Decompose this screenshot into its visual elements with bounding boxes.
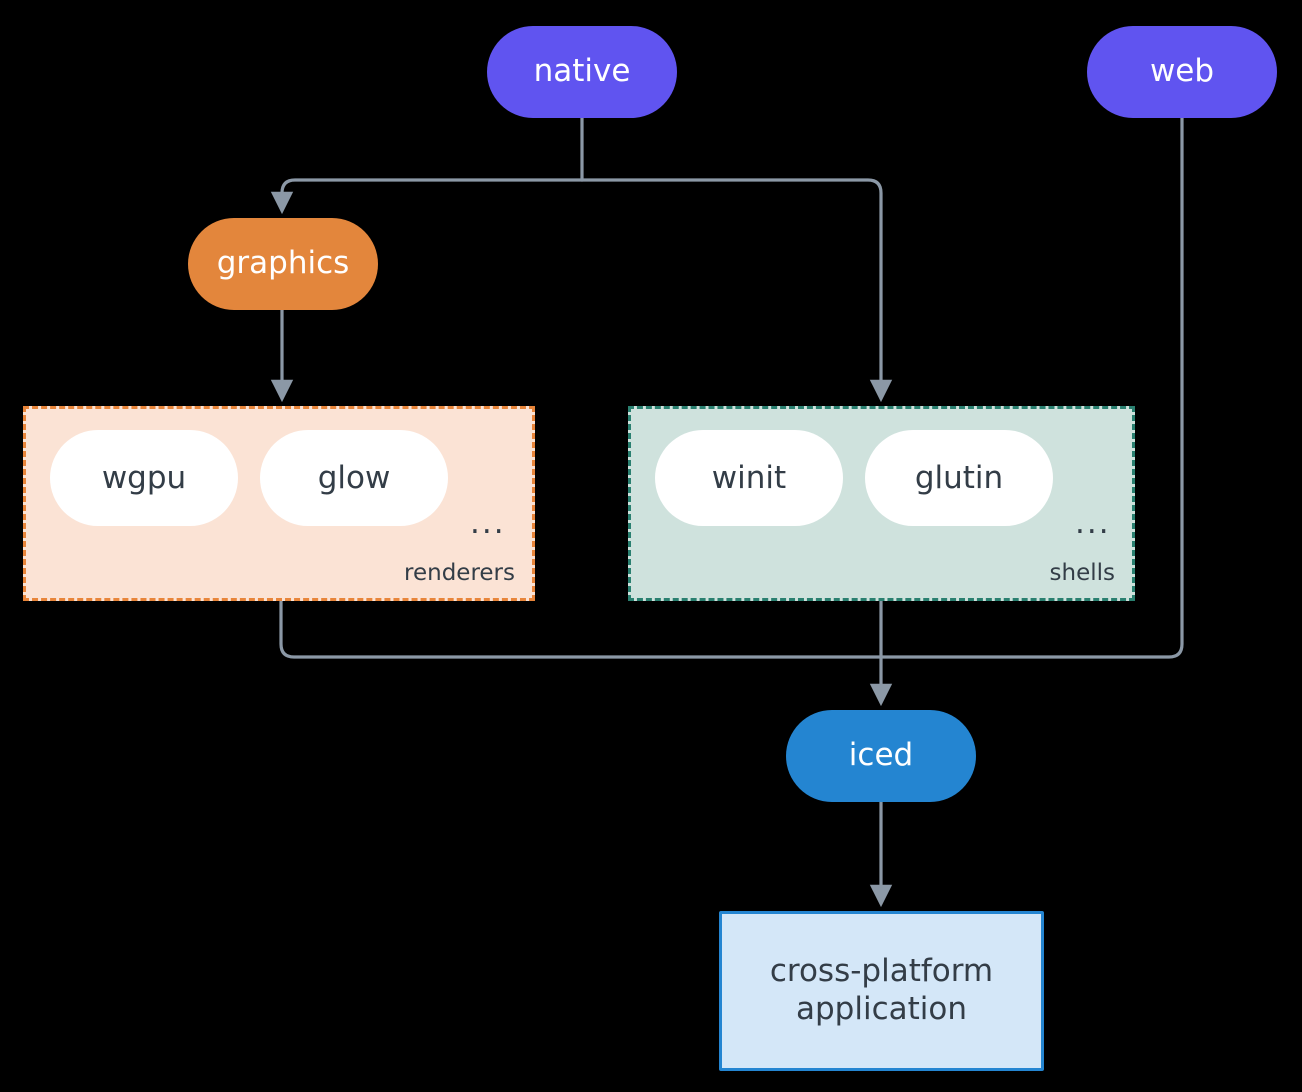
chip-glutin-label: glutin (914, 460, 1004, 496)
cluster-renderers-label: renderers (404, 560, 515, 586)
node-native[interactable]: native (487, 26, 677, 118)
edge-native-to-graphics (270, 178, 584, 215)
node-cross-platform-application[interactable]: cross-platform application (719, 911, 1044, 1071)
node-native-label: native (533, 53, 631, 90)
edge-renderers-to-iced (279, 599, 883, 659)
node-iced[interactable]: iced (786, 710, 976, 802)
edge-native-to-shells (580, 178, 893, 403)
chip-winit-label: winit (711, 460, 787, 496)
chip-wgpu[interactable]: wgpu (50, 430, 238, 526)
chip-winit[interactable]: winit (655, 430, 843, 526)
cluster-renderers: wgpu glow ... renderers (23, 406, 535, 601)
node-web[interactable]: web (1087, 26, 1277, 118)
chip-wgpu-label: wgpu (101, 460, 187, 496)
node-graphics-label: graphics (216, 245, 350, 282)
node-web-label: web (1149, 53, 1215, 90)
renderers-ellipsis: ... (470, 505, 506, 541)
chip-glutin[interactable]: glutin (865, 430, 1053, 526)
shells-ellipsis: ... (1075, 505, 1111, 541)
node-graphics[interactable]: graphics (188, 218, 378, 310)
cluster-shells-label: shells (1049, 560, 1115, 586)
application-label-line1: cross-platform (769, 953, 994, 990)
chip-glow-label: glow (317, 460, 391, 496)
chip-glow[interactable]: glow (260, 430, 448, 526)
application-label-line2: application (796, 991, 967, 1027)
node-iced-label: iced (848, 737, 914, 774)
cluster-shells: winit glutin ... shells (628, 406, 1135, 601)
